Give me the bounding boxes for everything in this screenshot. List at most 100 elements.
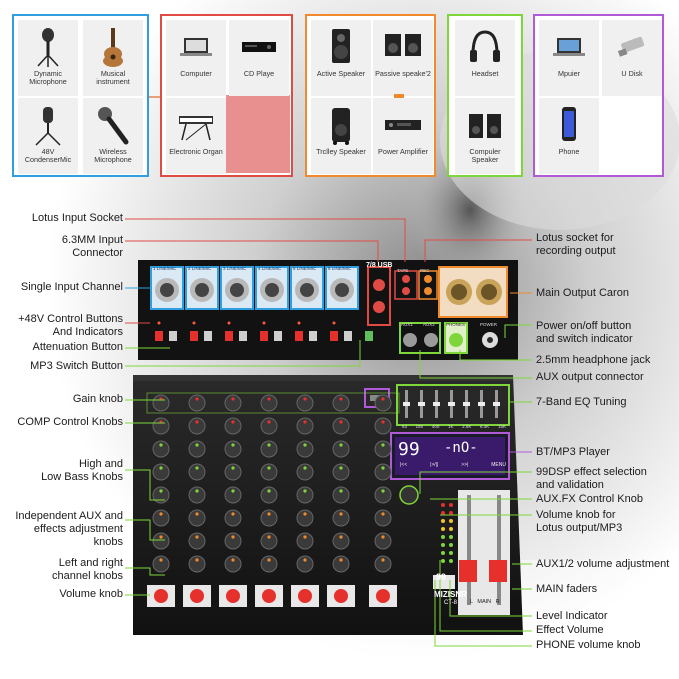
pad-button	[204, 331, 212, 341]
rotary-knob	[260, 509, 278, 527]
wireless-microphone-tile: Wireless Microphone	[83, 98, 143, 174]
trolley-speaker-tile: Trclley Speaker	[311, 98, 371, 174]
label-aux-efx-knobs: Independent AUX and effects adjustment k…	[15, 510, 123, 548]
level-led	[449, 535, 453, 539]
knob-indicator	[381, 420, 385, 424]
rotary-knob	[296, 555, 314, 573]
knob-indicator	[303, 558, 307, 562]
knob-indicator	[195, 443, 199, 447]
aux2-label: AUX2	[423, 322, 435, 327]
knob-indicator	[381, 397, 385, 401]
knob-indicator	[381, 489, 385, 493]
phantom-indicator	[192, 321, 196, 325]
channel-volume-knob	[376, 589, 390, 603]
cd-player-tile: CD Playe	[229, 20, 289, 96]
phantom-48v-button	[295, 331, 303, 341]
knob-indicator	[159, 489, 163, 493]
level-led	[449, 559, 453, 563]
link-dash	[149, 96, 160, 98]
rotary-knob	[332, 440, 350, 458]
rotary-knob	[188, 532, 206, 550]
knob-indicator	[339, 535, 343, 539]
prev-button[interactable]: |<<	[400, 462, 408, 468]
rotary-knob	[296, 509, 314, 527]
rotary-knob	[188, 394, 206, 412]
next-button[interactable]: >>|	[461, 462, 469, 468]
knob-indicator	[159, 466, 163, 470]
knob-indicator	[303, 443, 307, 447]
rotary-knob	[260, 486, 278, 504]
tile-label: Computer	[180, 69, 212, 78]
rotary-knob	[374, 440, 392, 458]
label-level-indicator: Level Indicator	[536, 610, 608, 622]
rotary-knob	[374, 555, 392, 573]
knob-indicator	[339, 397, 343, 401]
knob-indicator	[267, 535, 271, 539]
rotary-knob	[332, 394, 350, 412]
phantom-indicator	[262, 321, 266, 325]
phantom-indicator	[332, 321, 336, 325]
phone-tile: Phone	[539, 98, 599, 174]
knob-indicator	[231, 443, 235, 447]
level-led	[441, 519, 445, 523]
combo-jack-center	[160, 283, 174, 297]
musical-instrument-tile: Musical instrument	[83, 20, 143, 96]
rotary-knob	[152, 440, 170, 458]
knob-indicator	[267, 420, 271, 424]
menu-button[interactable]: MENU	[491, 462, 506, 468]
tile-label: Musical instrument	[96, 69, 130, 86]
rotary-knob	[374, 417, 392, 435]
knob-indicator	[267, 397, 271, 401]
combo-jack-center	[195, 283, 209, 297]
tile-label: Phone	[558, 147, 580, 156]
headphone-outputs-panel: Headset Compuler Speaker	[447, 14, 523, 177]
pad-button	[169, 331, 177, 341]
knob-indicator	[381, 512, 385, 516]
eq-slider-cap	[403, 402, 410, 406]
label-single-input-channel: Single Input Channel	[20, 281, 123, 293]
label-hi-lo-knobs: High and Low Bass Knobs	[41, 458, 123, 483]
eq-band-label: 6.4K	[480, 424, 490, 429]
pad-button	[344, 331, 352, 341]
rotary-knob	[374, 394, 392, 412]
rotary-knob	[296, 486, 314, 504]
rotary-knob	[260, 555, 278, 573]
rotary-knob	[224, 440, 242, 458]
level-led	[449, 503, 453, 507]
level-led	[449, 527, 453, 531]
knob-indicator	[195, 489, 199, 493]
rotary-knob	[296, 532, 314, 550]
knob-indicator	[231, 466, 235, 470]
pad-button	[239, 331, 247, 341]
level-led	[441, 559, 445, 563]
rotary-knob	[188, 463, 206, 481]
rec-label: REC	[420, 268, 430, 273]
channel-volume-knob	[190, 589, 204, 603]
play-pause-button[interactable]: |>/||	[430, 462, 439, 468]
phone-icon	[562, 107, 576, 141]
eq-slider-cap	[463, 402, 470, 406]
knob-indicator	[267, 443, 271, 447]
label-mp3-switch-button: MP3 Switch Button	[30, 360, 123, 372]
link-dash	[394, 94, 404, 98]
label-aux12-volume: AUX1/2 volume adjustment	[536, 558, 670, 570]
rotary-knob	[296, 417, 314, 435]
wireless-mic-icon	[98, 107, 129, 145]
knob-indicator	[339, 512, 343, 516]
combo-jack-center	[300, 283, 314, 297]
level-led	[441, 535, 445, 539]
channel-volume-knob	[226, 589, 240, 603]
knob-indicator	[195, 397, 199, 401]
knob-indicator	[339, 420, 343, 424]
rotary-knob	[224, 509, 242, 527]
knob-indicator	[339, 489, 343, 493]
channel-volume-knob	[298, 589, 312, 603]
rotary-knob	[152, 463, 170, 481]
knob-indicator	[231, 558, 235, 562]
active-speaker-tile: Active Speaker	[311, 20, 371, 96]
channel-volume-knob	[334, 589, 348, 603]
label-attenuation-button: Attenuation Button	[32, 341, 123, 353]
ukulele-icon	[103, 28, 123, 67]
knob-indicator	[195, 420, 199, 424]
